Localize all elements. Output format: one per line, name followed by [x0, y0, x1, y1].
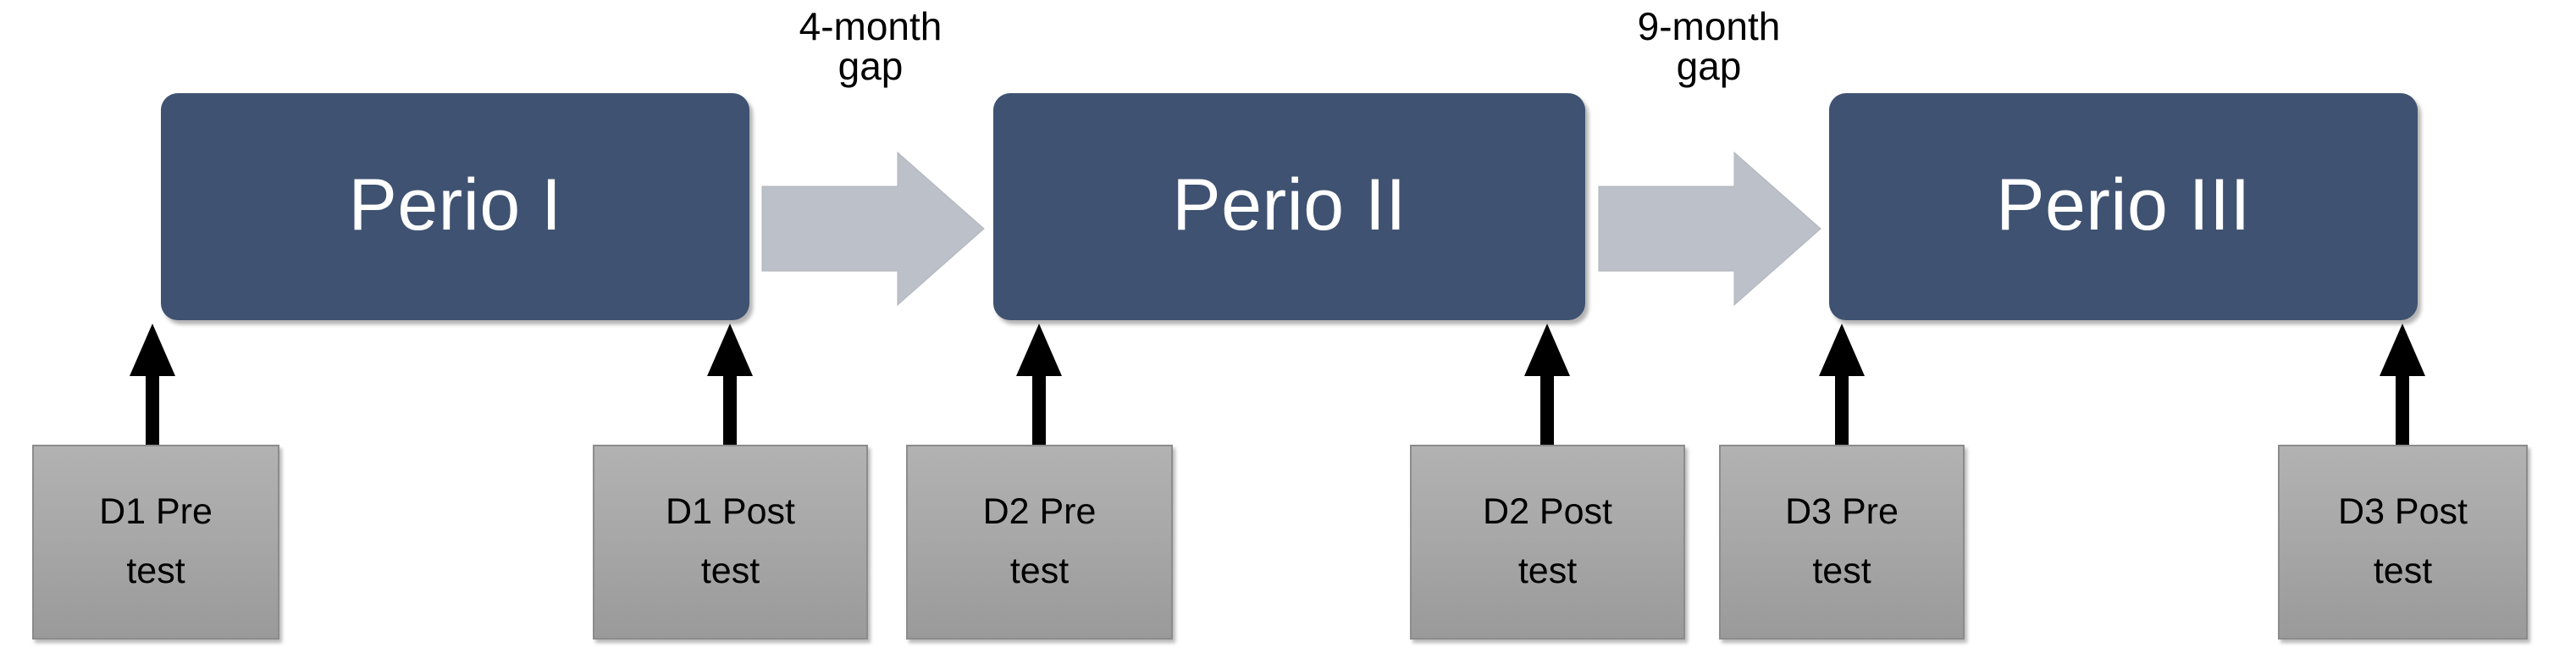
test-box-d3-pre: D3 Pre test: [1719, 445, 1965, 640]
test-box-d2-pre: D2 Pre test: [906, 445, 1173, 640]
connector-arrow-d3-post: [2380, 324, 2425, 446]
test-box-line2: test: [2373, 551, 2433, 591]
period-label: Perio III: [1996, 164, 2251, 246]
test-box-d1-pre: D1 Pre test: [32, 445, 279, 640]
test-box-line2: test: [1009, 551, 1070, 591]
gap-label-4-month: 4-month gap: [799, 4, 943, 88]
connector-arrow-d1-pre: [130, 324, 175, 446]
test-box-line2: test: [126, 551, 185, 591]
period-label: Perio I: [348, 164, 562, 246]
period-label: Perio II: [1172, 164, 1407, 246]
test-box-line2: test: [1517, 551, 1578, 591]
test-box-line1: D3 Pre: [1785, 491, 1899, 533]
test-box-line2: test: [1812, 551, 1871, 591]
connector-arrow-d2-post: [1524, 324, 1570, 446]
gap-arrow-icon-1: [761, 151, 985, 307]
test-box-d2-post: D2 Post test: [1410, 445, 1685, 640]
connector-arrow-d1-post: [707, 324, 753, 446]
test-box-line2: test: [700, 551, 760, 591]
test-box-d1-post: D1 Post test: [593, 445, 868, 640]
connector-arrow-d3-pre: [1819, 324, 1865, 446]
period-box-perio-2: Perio II: [993, 93, 1585, 320]
gap-label-9-month: 9-month gap: [1637, 4, 1781, 88]
test-box-d3-post: D3 Post test: [2278, 445, 2528, 640]
test-box-line1: D2 Pre: [982, 491, 1097, 533]
connector-arrow-d2-pre: [1016, 324, 1062, 446]
test-box-line1: D2 Post: [1483, 491, 1612, 533]
period-box-perio-3: Perio III: [1829, 93, 2418, 320]
test-box-line1: D1 Post: [666, 491, 795, 533]
test-box-line1: D3 Post: [2338, 491, 2468, 533]
period-box-perio-1: Perio I: [161, 93, 749, 320]
test-box-line1: D1 Pre: [99, 491, 213, 533]
gap-arrow-icon-2: [1598, 151, 1821, 307]
